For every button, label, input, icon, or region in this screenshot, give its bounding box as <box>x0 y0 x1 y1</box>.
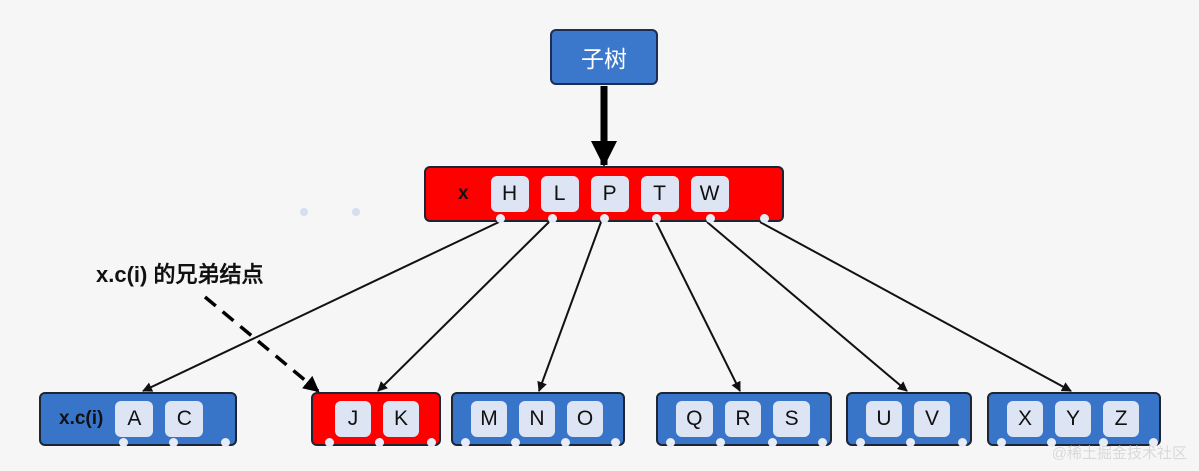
child-node-xci: x.c(i) A C <box>39 392 237 447</box>
child-pointer-dot <box>906 438 915 447</box>
child-pointer-dot <box>548 214 557 223</box>
parent-node-label: x <box>458 183 469 204</box>
child-pointer-dot <box>706 214 715 223</box>
child-edge-0 <box>142 221 500 392</box>
key-cell: Y <box>1055 401 1091 437</box>
faint-dot <box>352 208 360 216</box>
child-pointer-dot <box>600 214 609 223</box>
child-pointer-dot <box>958 438 967 447</box>
key-cell: S <box>773 401 811 437</box>
child-pointer-dot <box>325 438 334 447</box>
child-edge-5 <box>759 221 1072 392</box>
child-pointer-dot <box>496 214 505 223</box>
child-pointer-dot <box>561 438 570 447</box>
child-pointer-dot <box>375 438 384 447</box>
child-pointer-dot <box>427 438 436 447</box>
key-cell: O <box>567 401 603 437</box>
child-pointer-dot <box>511 438 520 447</box>
key-cell: V <box>914 401 950 437</box>
key-cell: N <box>519 401 555 437</box>
callout-arrow <box>203 295 320 393</box>
child-pointer-dot <box>1047 438 1056 447</box>
child-node-xyz: X Y Z <box>987 392 1161 447</box>
child-pointer-dot <box>818 438 827 447</box>
faint-dot <box>300 208 308 216</box>
child-pointer-dot <box>716 438 725 447</box>
child-pointer-dot <box>221 438 230 447</box>
key-cell: H <box>490 176 529 212</box>
child-pointer-dot <box>652 214 661 223</box>
child-node-mno: M N O <box>451 392 625 447</box>
child-pointer-dot <box>119 438 128 447</box>
child-edge-3 <box>655 221 741 392</box>
key-cell: J <box>335 401 371 437</box>
child-pointer-dot <box>1149 438 1158 447</box>
key-cell: C <box>165 401 204 437</box>
key-cell: P <box>590 176 629 212</box>
key-cell: Z <box>1103 401 1139 437</box>
subtree-root-box: 子树 <box>550 29 658 85</box>
key-cell: M <box>471 401 507 437</box>
child-edge-2 <box>537 221 602 392</box>
child-pointer-dot <box>760 214 769 223</box>
watermark: @稀土掘金技术社区 <box>1051 445 1187 462</box>
child-node-jk: J K <box>311 392 441 447</box>
key-cell: R <box>724 401 762 437</box>
child-pointer-dot <box>169 438 178 447</box>
key-cell: X <box>1007 401 1043 437</box>
key-cell: T <box>640 176 679 212</box>
child-pointer-dot <box>611 438 620 447</box>
key-cell: A <box>115 401 154 437</box>
child-pointer-dot <box>997 438 1006 447</box>
child-pointer-dot <box>1099 438 1108 447</box>
key-cell: W <box>690 176 729 212</box>
parent-node-x: x H L P T W <box>424 166 784 223</box>
child-pointer-dot <box>856 438 865 447</box>
child-edge-1 <box>377 221 550 392</box>
child-pointer-dot <box>461 438 470 447</box>
key-cell: Q <box>676 401 713 437</box>
child-node-qrs: Q R S <box>656 392 832 447</box>
sibling-callout-label: x.c(i) 的兄弟结点 <box>96 262 264 287</box>
child-pointer-dot <box>666 438 675 447</box>
child-node-uv: U V <box>846 392 972 447</box>
key-cell: K <box>383 401 419 437</box>
key-cell: U <box>866 401 902 437</box>
child-edge-4 <box>706 221 908 392</box>
key-cell: L <box>540 176 579 212</box>
child-pointer-dot <box>768 438 777 447</box>
child-node-label: x.c(i) <box>59 408 104 429</box>
